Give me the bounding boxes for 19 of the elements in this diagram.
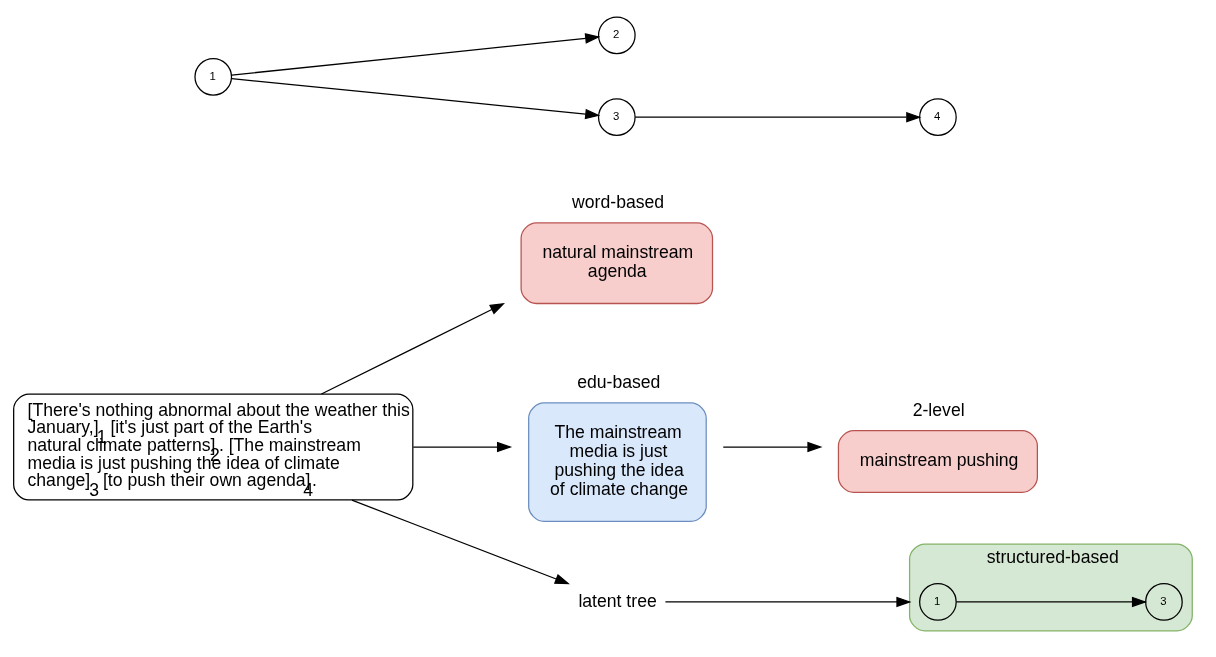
node-label: 2-level xyxy=(912,399,965,420)
node-circle: 1 xyxy=(919,582,957,621)
arrow xyxy=(634,111,922,122)
node-circle: 1 xyxy=(194,57,233,96)
arrow xyxy=(664,596,912,607)
arrow xyxy=(231,32,601,76)
node-circle: 2 xyxy=(597,15,636,54)
arrow xyxy=(351,499,570,584)
node-circle: 3 xyxy=(1145,582,1183,621)
node-circle: 3 xyxy=(597,97,636,136)
arrow xyxy=(722,441,823,452)
arrow xyxy=(955,596,1148,607)
node-circle: 4 xyxy=(919,97,957,136)
arrow xyxy=(231,77,601,119)
arrow xyxy=(412,441,513,452)
arrow xyxy=(320,302,505,395)
node-label: edu-based xyxy=(577,371,661,392)
node-text: latent tree xyxy=(578,590,657,611)
node-label: word-based xyxy=(572,191,665,212)
